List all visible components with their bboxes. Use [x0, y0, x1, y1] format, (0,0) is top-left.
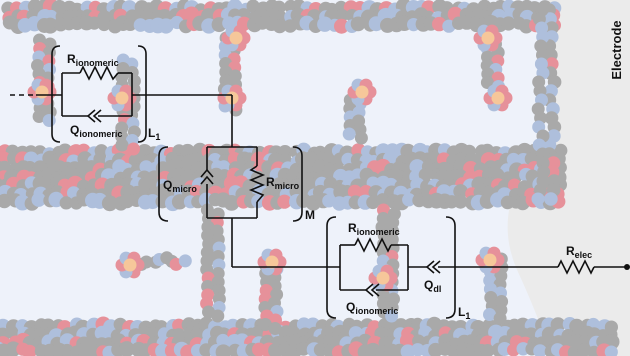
- particle: [334, 18, 349, 34]
- particle: [178, 254, 192, 268]
- particle: [101, 195, 118, 212]
- particle: [189, 184, 204, 199]
- particle: [42, 114, 56, 127]
- particle: [296, 342, 311, 356]
- particle: [115, 91, 129, 105]
- particle: [118, 341, 135, 356]
- terminal-dot: [624, 264, 630, 270]
- label-q-ionomeric-bottom: Qionomeric: [346, 300, 398, 316]
- particle: [453, 184, 468, 199]
- particle: [350, 16, 366, 32]
- particle: [229, 31, 243, 45]
- resistor-micro-symbol: [248, 165, 266, 203]
- label-r-ionomeric-top: Rionomeric: [67, 52, 119, 68]
- label-q-micro: Qmicro: [163, 178, 197, 194]
- bracket-l1-top-right: [137, 45, 147, 143]
- particle: [348, 326, 363, 341]
- bracket-m-right: [292, 146, 303, 222]
- cpe-dl-symbol: [425, 260, 441, 274]
- particle: [277, 194, 292, 209]
- particle: [355, 85, 369, 99]
- particle: [354, 131, 368, 145]
- bracket-l1-top-left: [51, 45, 61, 143]
- particle: [493, 312, 507, 325]
- particle: [115, 138, 129, 152]
- particle: [268, 322, 282, 335]
- particle: [483, 253, 497, 267]
- particle: [558, 333, 574, 349]
- particle: [322, 194, 336, 208]
- particle: [604, 345, 618, 356]
- particle: [501, 16, 516, 31]
- label-l1-bottom: L1: [458, 305, 470, 321]
- particle: [32, 110, 46, 123]
- particle: [127, 142, 140, 156]
- electrode-label: Electrode: [609, 20, 624, 79]
- particle: [368, 16, 384, 32]
- particle: [158, 18, 174, 34]
- resistor-elec-symbol: [557, 259, 595, 275]
- label-q-ionomeric-top: Qionomeric: [70, 123, 122, 139]
- particle: [376, 193, 390, 207]
- particle: [550, 317, 566, 332]
- resistor-ionomeric-bottom-symbol: [354, 237, 392, 253]
- label-r-ionomeric-bottom: Rionomeric: [348, 221, 400, 237]
- particle: [123, 258, 137, 272]
- bracket-l1-bottom-right: [445, 216, 456, 319]
- label-m: M: [305, 208, 315, 222]
- particle: [272, 19, 287, 34]
- particle: [342, 127, 356, 141]
- particle: [223, 195, 240, 211]
- particle: [341, 152, 355, 166]
- particle: [385, 309, 399, 323]
- particle: [145, 194, 161, 210]
- particle: [216, 333, 230, 348]
- particle: [171, 194, 188, 210]
- particle: [317, 16, 333, 32]
- label-q-dl: Qdl: [424, 278, 441, 294]
- particle: [533, 344, 547, 356]
- particle: [483, 308, 496, 321]
- particle: [347, 184, 362, 199]
- particle: [335, 8, 349, 22]
- particle: [31, 192, 46, 207]
- label-l1-top: L1: [148, 126, 160, 142]
- circuit-wires: [10, 72, 630, 291]
- particle: [531, 192, 545, 206]
- particle: [93, 152, 107, 166]
- particle: [376, 271, 390, 285]
- resistor-ionomeric-top-symbol: [79, 65, 119, 81]
- particle: [399, 332, 416, 349]
- particle: [211, 309, 225, 323]
- particle: [418, 168, 433, 182]
- particle: [265, 255, 279, 269]
- particle: [491, 91, 505, 105]
- particle: [87, 16, 101, 30]
- particle: [97, 17, 111, 32]
- bracket-m-left: [158, 146, 169, 222]
- bracket-l1-bottom-left: [326, 216, 337, 319]
- particle: [199, 343, 214, 356]
- particle: [83, 342, 100, 356]
- particle: [35, 85, 49, 99]
- cpe-ionomeric-top-symbol: [86, 109, 102, 123]
- particle: [0, 193, 12, 209]
- cpe-ionomeric-bottom-symbol: [364, 283, 380, 297]
- particle: [507, 343, 520, 356]
- particle: [480, 344, 495, 356]
- particle: [215, 344, 232, 356]
- label-r-micro: Rmicro: [266, 175, 300, 191]
- particle: [59, 196, 73, 210]
- particle: [453, 194, 468, 209]
- label-r-elec: Relec: [566, 244, 592, 260]
- particle: [402, 193, 416, 207]
- particle: [22, 344, 37, 356]
- particle: [123, 17, 137, 31]
- particle: [544, 192, 558, 206]
- particle: [481, 31, 495, 45]
- cpe-micro-symbol: [200, 168, 214, 185]
